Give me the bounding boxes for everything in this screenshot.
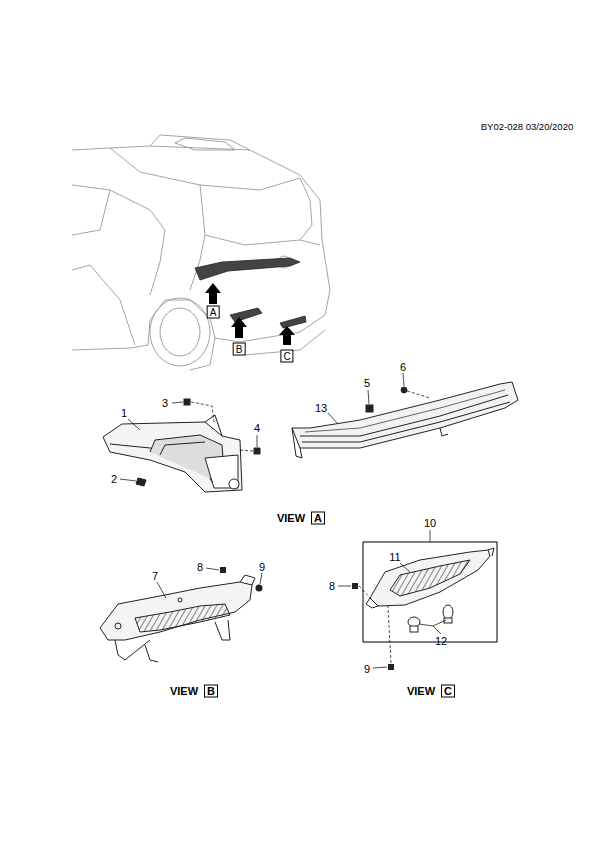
callout-number: 4 xyxy=(254,422,260,434)
view-letter: B xyxy=(233,343,246,356)
callout-number: 12 xyxy=(435,635,447,647)
callout-number: 9 xyxy=(259,561,265,573)
callout-number: 3 xyxy=(162,397,168,409)
view-title: VIEW xyxy=(277,512,305,524)
view-letter: A xyxy=(311,512,325,525)
bulbs xyxy=(408,605,453,632)
callout-number: 8 xyxy=(329,580,335,592)
view-letter: B xyxy=(204,685,218,698)
leader-lines-c xyxy=(338,530,446,668)
view-letter: C xyxy=(441,685,455,698)
license-lamp xyxy=(366,548,494,608)
callout-number: 10 xyxy=(424,517,436,529)
kit-frame xyxy=(363,542,497,642)
reflector-lamp xyxy=(100,575,255,662)
lamp-highlights xyxy=(195,258,306,328)
callout-number: 11 xyxy=(389,551,400,563)
callout-number: 5 xyxy=(364,377,370,389)
leader-lines-b xyxy=(157,568,262,598)
callout-number: 2 xyxy=(111,473,117,485)
screws-view-c xyxy=(352,583,394,670)
callout-number: 7 xyxy=(152,570,158,582)
callout-number: 8 xyxy=(197,561,203,573)
view-letter: C xyxy=(280,350,293,363)
view-arrows xyxy=(205,283,295,345)
drawing-code: BY02-028 03/20/2020 xyxy=(481,121,573,133)
center-lamp-bar xyxy=(292,382,518,458)
screws-view-b xyxy=(220,567,263,592)
vehicle-outline xyxy=(72,135,330,370)
view-title: VIEW xyxy=(170,685,198,697)
callout-number: 9 xyxy=(364,663,370,675)
callout-number: 6 xyxy=(400,361,406,373)
view-title: VIEW xyxy=(407,685,435,697)
callout-number: 1 xyxy=(121,407,127,419)
view-letter: A xyxy=(207,306,220,319)
callout-number: 13 xyxy=(315,402,327,414)
tail-lamp xyxy=(103,415,242,492)
